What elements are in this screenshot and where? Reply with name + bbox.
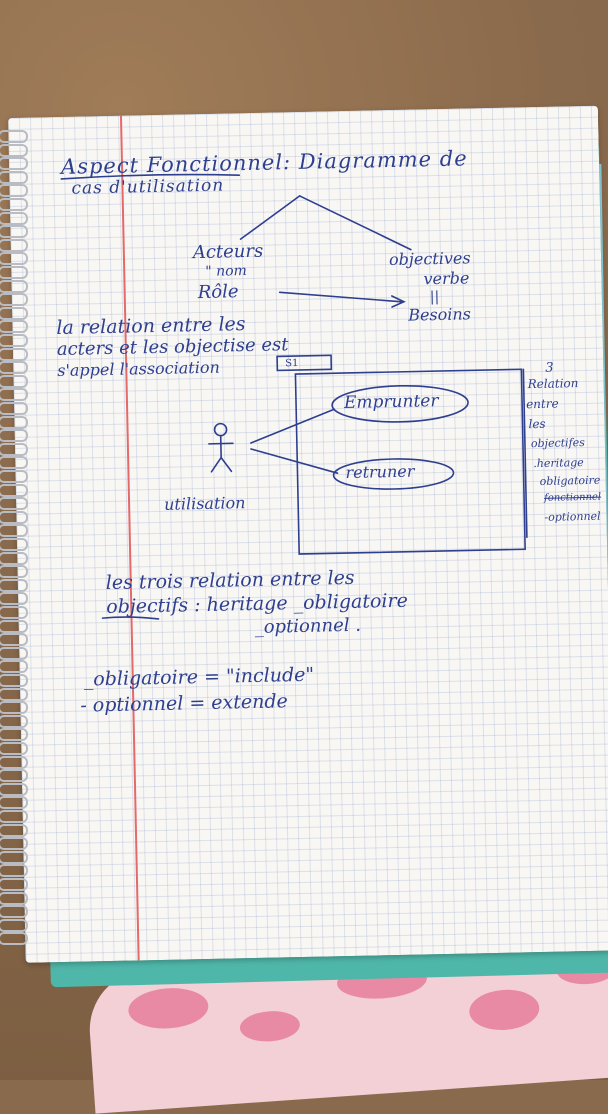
- spiral-ring: [0, 728, 28, 741]
- spiral-ring: [0, 783, 28, 796]
- spiral-ring: [0, 742, 28, 755]
- spiral-ring: [0, 157, 28, 170]
- spiral-ring: [0, 497, 28, 510]
- spiral-ring: [0, 171, 28, 184]
- spiral-ring: [0, 579, 28, 592]
- spiral-ring: [0, 524, 28, 537]
- spiral-ring: [0, 715, 28, 728]
- spiral-ring: [0, 429, 28, 442]
- spiral-ring: [0, 402, 28, 415]
- spiral-ring: [0, 198, 28, 211]
- spiral-ring: [0, 388, 28, 401]
- spiral-ring: [0, 592, 28, 605]
- spiral-ring: [0, 484, 28, 497]
- spiral-ring: [0, 266, 28, 279]
- usecase-emprunter-ellipse: [332, 384, 469, 423]
- actor-head: [214, 423, 226, 435]
- spiral-ring: [0, 565, 28, 578]
- spiral-ring: [0, 334, 28, 347]
- spiral-ring: [0, 756, 28, 769]
- spiral-ring: [0, 892, 28, 905]
- spiral-ring: [0, 320, 28, 333]
- spiral-ring: [0, 905, 28, 918]
- actor-arms: [209, 443, 233, 444]
- spiral-ring: [0, 225, 28, 238]
- association-retruner: [251, 447, 338, 475]
- branch-right-line: [300, 194, 411, 252]
- spiral-ring: [0, 511, 28, 524]
- spiral-ring: [0, 701, 28, 714]
- spiral-binding: [0, 130, 28, 960]
- spiral-ring: [0, 932, 28, 945]
- spiral-ring: [0, 212, 28, 225]
- spiral-ring: [0, 633, 28, 646]
- spiral-ring: [0, 416, 28, 429]
- spiral-ring: [0, 239, 28, 252]
- s1-tag-box: [277, 355, 331, 370]
- branch-left-line: [240, 196, 301, 239]
- spiral-ring: [0, 660, 28, 673]
- spiral-ring: [0, 307, 28, 320]
- association-emprunter: [250, 409, 335, 443]
- spiral-ring: [0, 361, 28, 374]
- spiral-ring: [0, 184, 28, 197]
- system-boundary-box: [295, 369, 525, 554]
- spiral-ring: [0, 647, 28, 660]
- spiral-ring: [0, 252, 28, 265]
- spiral-ring: [0, 293, 28, 306]
- spiral-ring: [0, 375, 28, 388]
- title-underline: [61, 173, 239, 179]
- spiral-ring: [0, 552, 28, 565]
- spiral-ring: [0, 796, 28, 809]
- spiral-ring: [0, 443, 28, 456]
- spiral-ring: [0, 864, 28, 877]
- spiral-ring: [0, 688, 28, 701]
- spiral-ring: [0, 470, 28, 483]
- role-arrow-shaft: [280, 290, 402, 305]
- spiral-ring: [0, 824, 28, 837]
- actor-legs: [211, 457, 231, 471]
- spiral-ring: [0, 674, 28, 687]
- spiral-ring: [0, 456, 28, 469]
- spiral-ring: [0, 348, 28, 361]
- spiral-ring: [0, 919, 28, 932]
- spiral-ring: [0, 280, 28, 293]
- summary-underline: [102, 616, 158, 620]
- spiral-ring: [0, 130, 28, 143]
- spiral-ring: [0, 769, 28, 782]
- spiral-ring: [0, 878, 28, 891]
- hand-drawn-lines: [8, 106, 608, 963]
- spiral-ring: [0, 851, 28, 864]
- spiral-ring: [0, 837, 28, 850]
- spiral-ring: [0, 538, 28, 551]
- notebook-page: Aspect Fonctionnel: Diagramme de cas d'u…: [8, 106, 608, 963]
- spiral-ring: [0, 606, 28, 619]
- spiral-ring: [0, 144, 28, 157]
- spiral-ring: [0, 620, 28, 633]
- spiral-ring: [0, 810, 28, 823]
- usecase-retruner-ellipse: [333, 458, 454, 491]
